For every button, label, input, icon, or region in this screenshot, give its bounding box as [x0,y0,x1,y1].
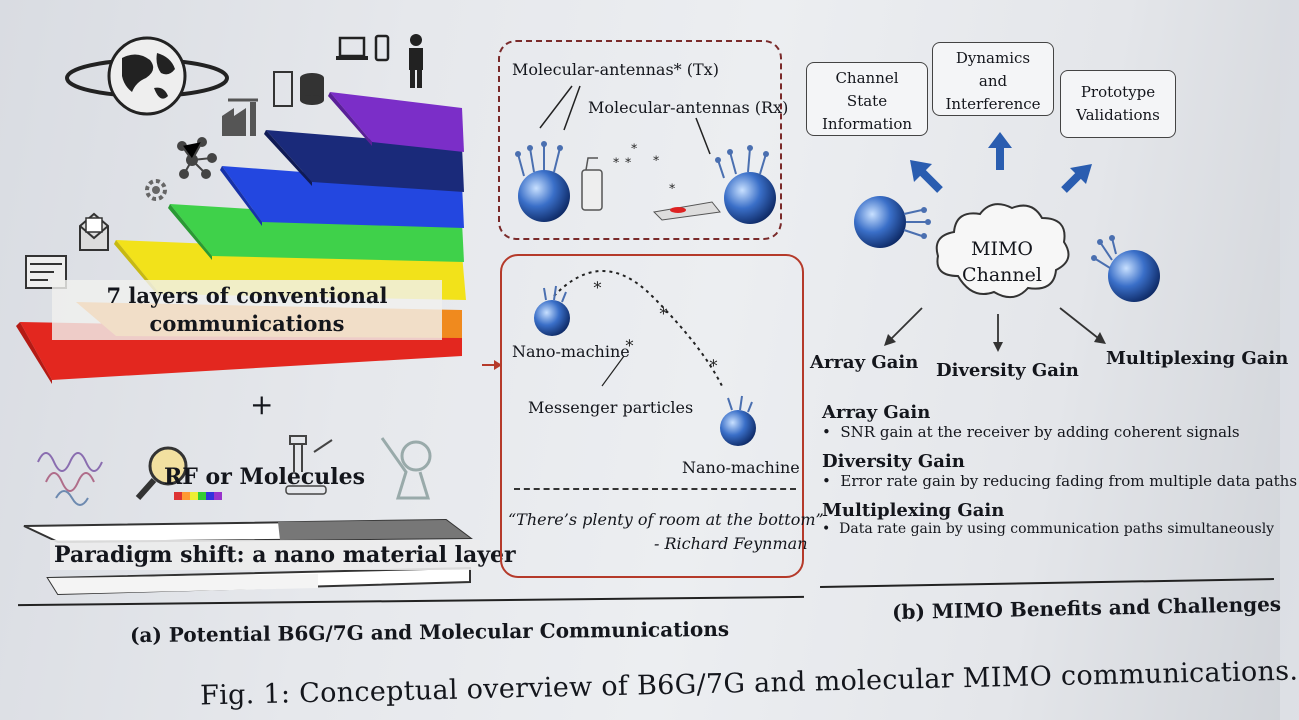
bullet-dot: • [822,423,841,441]
quote-divider [514,488,796,490]
gain-array-label: Array Gain [810,352,919,373]
caption-rule-a [18,595,804,607]
paradigm-bar-shape [23,518,473,596]
server-icon [273,71,324,107]
bullet-item: Array Gain • SNR gain at the receiver by… [822,402,1274,441]
svg-text:∗ ∗: ∗ ∗ [612,153,632,167]
bullet-text: Data rate gain by using communication pa… [839,521,1275,537]
messenger-particles-label: Messenger particles [528,398,694,417]
bullet-text: SNR gain at the receiver by adding coher… [840,423,1240,441]
spectrum-bar-icon [174,492,222,500]
svg-text:∗: ∗ [652,151,660,165]
caption-rule-b [820,578,1274,588]
bullet-dot: • [822,521,840,537]
box-dyn-line3: Interference [945,95,1041,113]
nano-machine-label-1: Nano-machine [512,342,630,361]
box-proto-line1: Prototype [1080,83,1156,101]
nano-machine-panel [500,254,804,578]
bullet-text: Error rate gain by reducing fading from … [840,472,1298,490]
bullet-item: Diversity Gain • Error rate gain by redu… [822,451,1297,490]
box-dyn-line2: and [978,72,1008,90]
benefits-list: Array Gain • SNR gain at the receiver by… [822,402,1297,537]
cloud-line2: Channel [962,264,1042,286]
feynman-author: - Richard Feynman [654,534,808,553]
rx-sphere-icon [1091,235,1160,302]
caption-a: (a) Potential B6G/7G and Molecular Commu… [129,616,730,648]
box-prototype-validations: Prototype Validations [1060,70,1176,138]
gain-diversity-label: Diversity Gain [936,360,1079,381]
mimo-cloud-label: MIMO Channel [952,236,1052,288]
antenna-scene: ∗ ∗ ∗ ∗ ∗ [515,85,776,224]
bullet-dot: • [822,472,841,490]
box-channel-state-info: Channel State Information [806,62,928,136]
devices-icon [336,34,423,88]
molecule-tube-icon [285,435,333,495]
network-icon [177,137,217,179]
figure-caption: Fig. 1: Conceptual overview of B6G/7G an… [199,655,1299,712]
antenna-rx-label: Molecular-antennas (Rx) [588,98,789,117]
layers-label-line2: communications [149,311,345,336]
antenna-panel [498,40,782,240]
svg-text:∗: ∗ [658,301,669,320]
svg-text:∗: ∗ [592,275,603,294]
layer-stack [16,92,466,384]
box-dynamics-interference: Dynamics and Interference [932,42,1054,116]
gain-multiplexing-label: Multiplexing Gain [1106,348,1289,369]
factory-icon [222,98,258,136]
svg-text:∗: ∗ [708,353,719,372]
svg-text:∗: ∗ [668,179,676,193]
bullet-item: Multiplexing Gain • Data rate gain by us… [822,500,1274,537]
tx-sphere-icon [854,196,931,248]
plus-sign: + [250,388,274,421]
mimo-cloud-shape [935,203,1070,299]
cloud-line1: MIMO [971,238,1033,260]
globe-icon [65,36,229,116]
bullet-title: Diversity Gain [822,451,965,472]
box-proto-line2: Validations [1076,106,1160,124]
box-csi-line2: State [846,92,888,110]
box-csi-line3: Information [821,115,913,133]
box-csi-line1: Channel [835,69,899,87]
magnifier-icon [135,446,188,500]
nano-scene: ∗ ∗ ∗ ∗ [534,270,756,446]
svg-text:∗: ∗ [624,333,635,352]
feynman-quote: “There’s plenty of room at the bottom” [508,510,824,529]
gain-arrows [884,307,1106,352]
box-dyn-line1: Dynamics [955,49,1031,67]
bullet-text-row: • SNR gain at the receiver by adding coh… [822,423,1274,441]
bullet-title: Multiplexing Gain [822,500,1005,521]
connector-arrow [482,360,502,370]
bullet-text-row: • Data rate gain by using communication … [822,521,1274,537]
bullet-title: Array Gain [822,402,931,423]
up-arrows [910,132,1092,193]
paradigm-shift-label: Paradigm shift: a nano material layer [50,540,516,570]
nano-machine-label-2: Nano-machine [682,458,800,477]
waveform-icon [37,452,103,506]
layers-label: 7 layers of conventional communications [52,280,442,340]
gear-icon [145,179,167,201]
envelope-icon [79,212,109,251]
bullet-text-row: • Error rate gain by reducing fading fro… [822,472,1297,490]
antenna-tx-label: Molecular-antennas* (Tx) [512,60,719,79]
svg-text:∗: ∗ [630,139,638,153]
layers-label-line1: 7 layers of conventional [106,283,388,308]
flask-icon [380,437,432,500]
rf-or-molecules-label: RF or Molecules [164,464,365,490]
caption-b: (b) MIMO Benefits and Challenges [891,591,1282,625]
